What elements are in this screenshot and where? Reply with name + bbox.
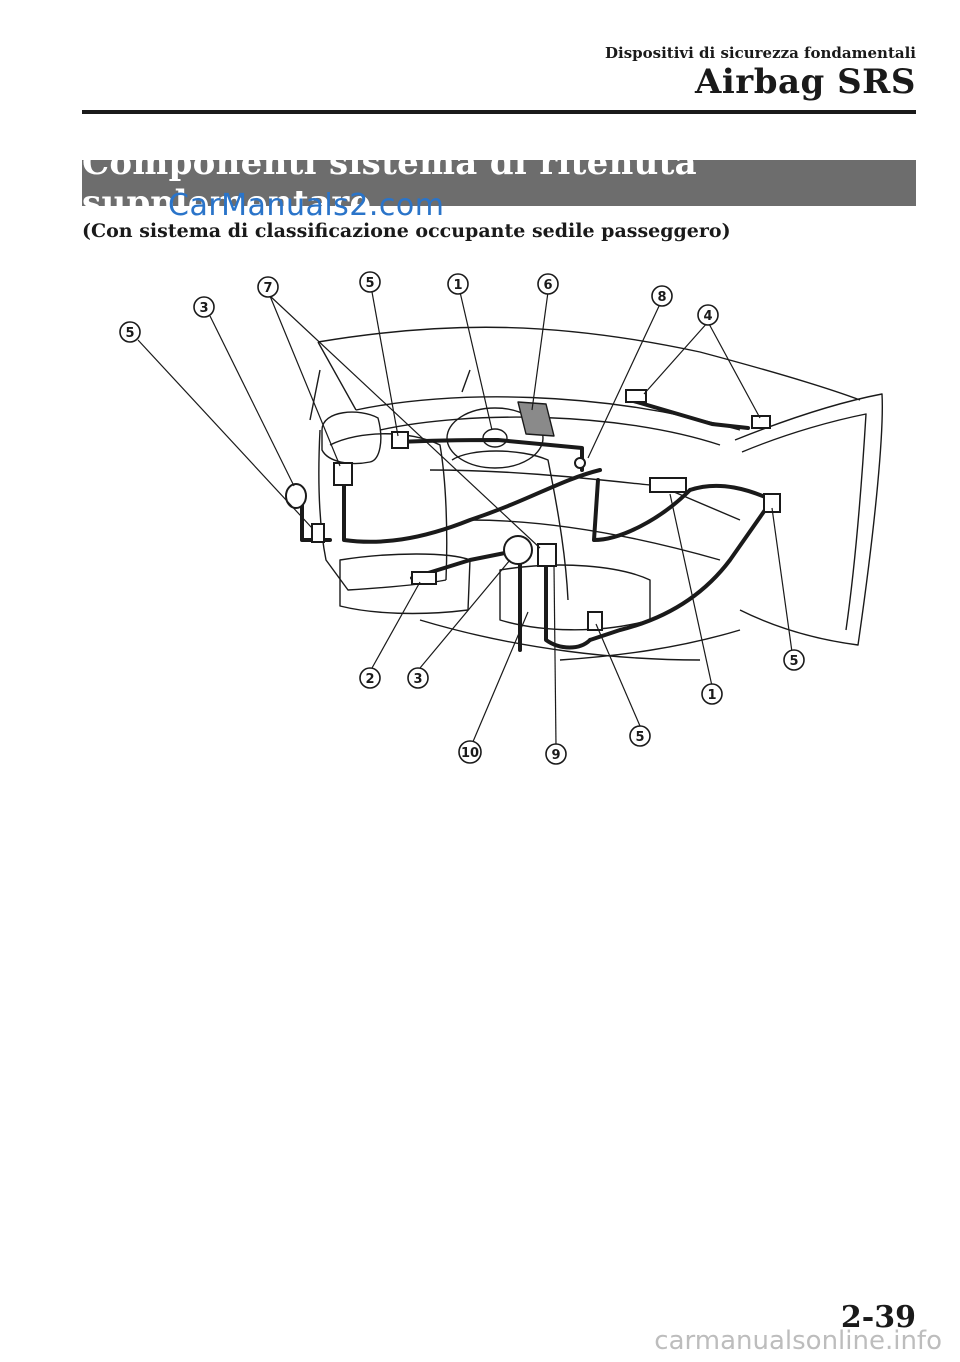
callout-label: 2 [365,672,374,687]
callout-label: 7 [263,281,272,296]
page-number: 2-39 [840,1300,916,1335]
callout-label: 3 [413,672,422,687]
callout-1: 5 [119,321,141,343]
callout-6: 6 [537,273,559,295]
callout-label: 1 [707,688,716,703]
callout-label: 9 [551,748,560,763]
sensor-dash-left-icon [391,431,409,449]
callout-label: 5 [789,654,798,669]
sensor-passenger-rail-icon [587,611,603,631]
callout-15: 5 [783,649,805,671]
section-heading-band: Componenti sistema di ritenuta supplemen… [82,143,916,223]
indicator-icon [574,457,586,469]
callout-label: 6 [543,278,552,293]
callout-label: 4 [703,309,712,324]
callout-9: 2 [359,667,381,689]
header-section-label: Dispositivi di sicurezza fondamentali [604,44,916,62]
callout-label: 5 [365,276,374,291]
callout-12: 9 [545,743,567,765]
callout-7: 8 [651,285,673,307]
control-module-icon [649,477,687,493]
callout-label: 1 [453,278,462,293]
sensor-passenger-icon [537,543,557,567]
side-airbag-passenger-icon [503,535,533,565]
callout-13: 5 [629,725,651,747]
header-title: Airbag SRS [695,62,916,102]
sensor-driver-seat-icon [333,462,353,486]
callout-2: 3 [193,296,215,318]
callout-11: 10 [458,740,482,764]
callout-label: 5 [125,326,134,341]
sensor-seat-rail-icon [411,571,437,585]
sensor-side-left-icon [311,523,325,543]
callout-label: 5 [635,730,644,745]
callout-3: 7 [257,276,279,298]
callout-4: 5 [359,271,381,293]
callout-5: 1 [447,273,469,295]
curtain-airbag-module-icon [751,415,771,429]
callout-label: 8 [657,290,666,305]
callout-10: 3 [407,667,429,689]
callout-8: 4 [697,304,719,326]
callout-label: 10 [461,746,479,761]
callout-14: 1 [701,683,723,705]
section-heading: Componenti sistema di ritenuta supplemen… [82,143,697,223]
subtitle: (Con sistema di classificazione occupant… [82,220,731,242]
header-rule [82,110,916,114]
sensor-dash-right-icon [625,389,647,403]
callout-label: 3 [199,301,208,316]
watermark-top: CarManuals2.com [168,188,445,223]
side-airbag-left-icon [285,483,307,509]
footer-watermark: carmanualsonline.info [654,1326,942,1356]
